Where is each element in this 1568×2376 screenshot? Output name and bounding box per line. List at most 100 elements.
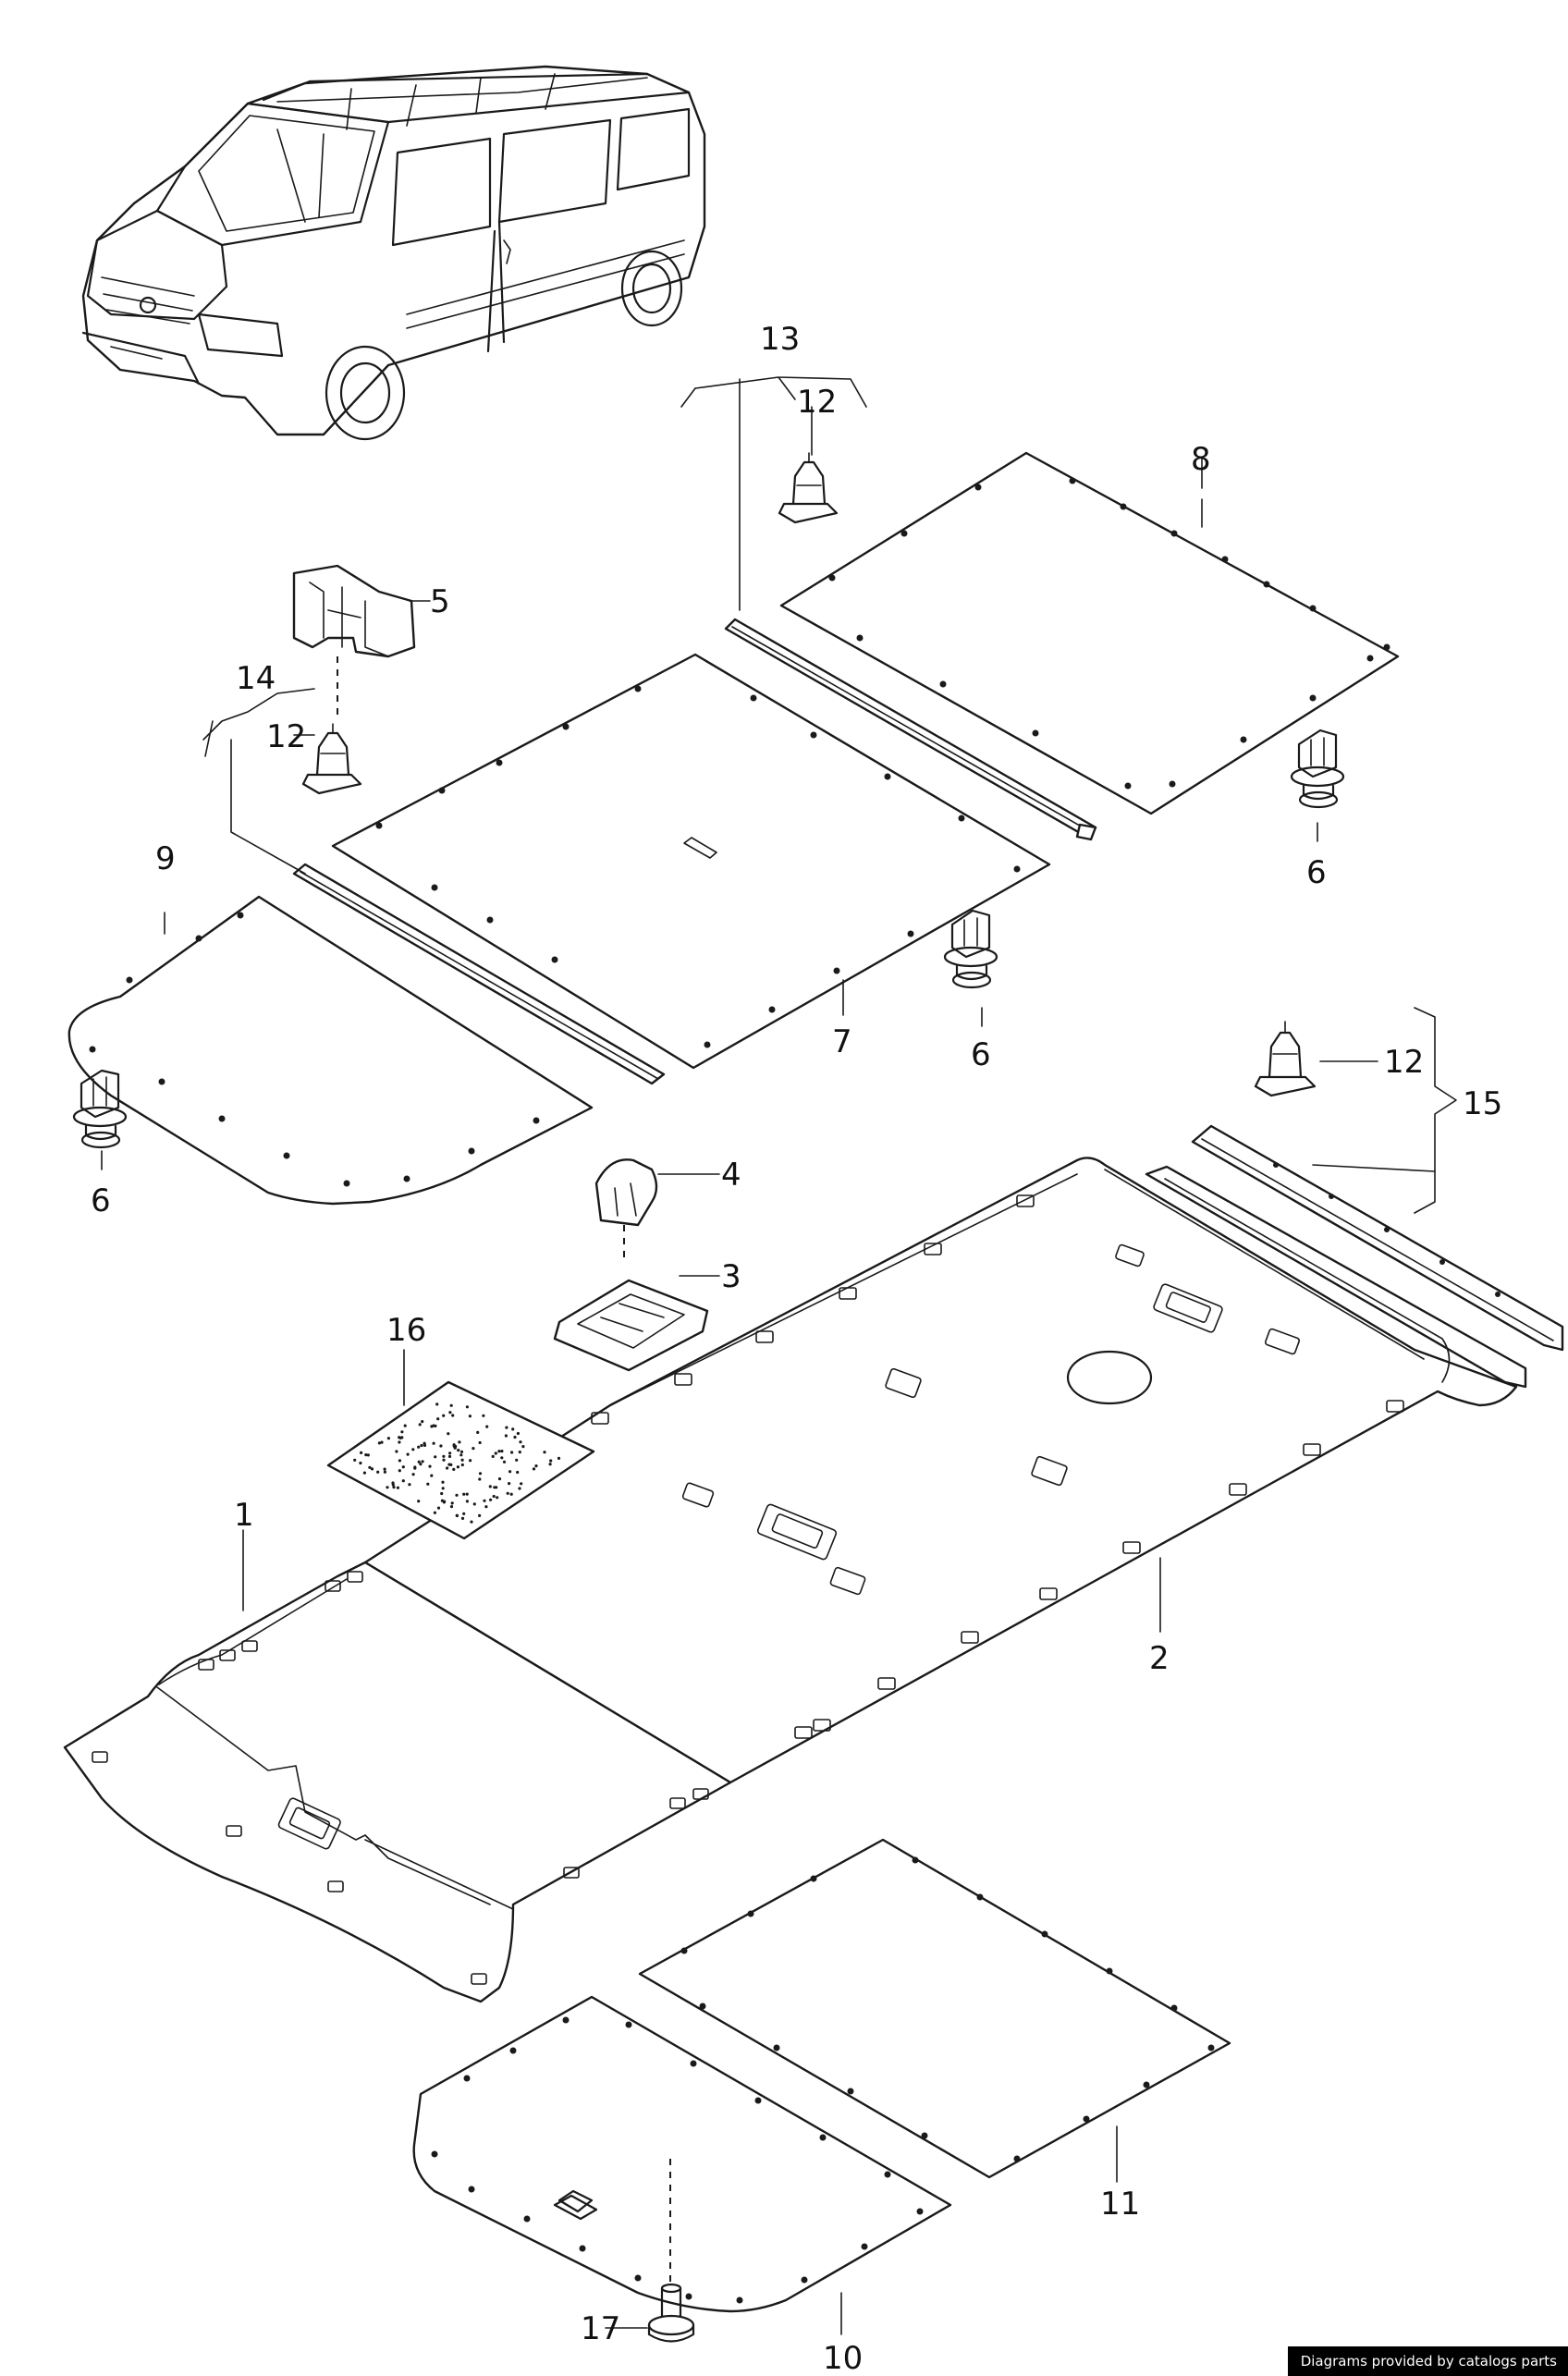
felt-speck — [401, 1479, 405, 1483]
felt-speck — [449, 1505, 454, 1509]
felt-speck — [491, 1454, 495, 1458]
felt-speck — [459, 1450, 464, 1453]
callout-labels: 13 12 8 5 14 12 9 6 7 6 12 15 4 6 3 16 1… — [91, 321, 1502, 2376]
felt-speck — [496, 1496, 499, 1500]
callout-14: 14 — [236, 660, 276, 697]
felt-speck — [436, 1417, 440, 1421]
fastener-6-right — [1290, 729, 1345, 809]
felt-speck — [417, 1460, 421, 1464]
felt-speck — [500, 1450, 504, 1453]
callout-4: 4 — [721, 1157, 741, 1194]
felt-speck — [465, 1500, 469, 1503]
van-illustration — [81, 65, 706, 441]
headliner-panel-10 — [412, 1995, 952, 2313]
felt-speck — [386, 1486, 389, 1489]
felt-speck — [500, 1456, 504, 1460]
felt-speck — [391, 1483, 395, 1487]
felt-speck — [478, 1472, 483, 1476]
felt-speck — [511, 1427, 515, 1431]
felt-speck — [442, 1458, 446, 1462]
felt-speck — [534, 1464, 538, 1468]
felt-speck — [440, 1499, 444, 1502]
felt-speck — [492, 1494, 496, 1499]
felt-speck — [432, 1441, 435, 1445]
headliner-panel-9 — [67, 895, 594, 1206]
felt-speck — [430, 1474, 434, 1477]
felt-speck — [420, 1443, 423, 1448]
clip-12-right — [1254, 1021, 1317, 1097]
felt-speck — [448, 1451, 452, 1455]
felt-speck — [383, 1470, 386, 1474]
felt-speck — [459, 1453, 463, 1457]
felt-speck — [421, 1460, 424, 1464]
felt-speck — [359, 1461, 362, 1465]
bracket-5 — [292, 564, 416, 658]
callout-12-top: 12 — [797, 384, 837, 421]
felt-speck — [364, 1453, 368, 1457]
felt-speck — [548, 1463, 552, 1466]
felt-speck — [455, 1513, 459, 1518]
felt-pad-16 — [326, 1380, 595, 1540]
felt-speck — [460, 1463, 464, 1467]
felt-speck — [441, 1480, 445, 1484]
trim-strip-lower — [292, 863, 666, 1085]
felt-speck — [505, 1426, 508, 1429]
felt-speck — [508, 1470, 512, 1474]
callout-11: 11 — [1100, 2186, 1140, 2223]
felt-speck — [411, 1473, 415, 1476]
felt-speck — [368, 1465, 372, 1469]
callout-6-right: 6 — [1306, 854, 1327, 891]
felt-speck — [434, 1424, 437, 1427]
felt-speck — [483, 1499, 486, 1502]
felt-speck — [417, 1445, 421, 1449]
felt-speck — [493, 1486, 496, 1489]
felt-speck — [462, 1492, 466, 1496]
felt-speck — [398, 1459, 401, 1463]
trim-strip-upper — [724, 618, 1097, 841]
felt-speck — [448, 1411, 452, 1415]
felt-speck — [478, 1440, 482, 1445]
felt-speck — [521, 1445, 525, 1449]
felt-speck — [392, 1486, 396, 1489]
callout-5: 5 — [430, 583, 450, 620]
callout-17: 17 — [581, 2310, 620, 2347]
headliner-panel-8 — [779, 451, 1400, 815]
felt-speck — [386, 1437, 390, 1440]
felt-speck — [465, 1492, 469, 1496]
felt-speck — [423, 1443, 427, 1447]
felt-speck — [476, 1430, 480, 1434]
callout-12-left: 12 — [266, 718, 306, 755]
felt-speck — [468, 1415, 472, 1418]
felt-speck — [417, 1500, 421, 1503]
felt-speck — [398, 1440, 401, 1444]
felt-speck — [421, 1420, 424, 1424]
felt-speck — [434, 1455, 437, 1459]
felt-speck — [455, 1493, 459, 1497]
felt-speck — [504, 1434, 508, 1438]
felt-speck — [543, 1451, 546, 1454]
felt-speck — [383, 1467, 386, 1471]
felt-speck — [428, 1464, 432, 1468]
felt-speck — [433, 1511, 436, 1514]
felt-speck — [401, 1465, 405, 1469]
felt-speck — [516, 1431, 521, 1436]
felt-speck — [520, 1482, 523, 1486]
callout-13: 13 — [760, 321, 800, 358]
callout-16: 16 — [386, 1312, 426, 1349]
felt-speck — [426, 1482, 430, 1486]
callout-7: 7 — [832, 1023, 852, 1060]
felt-speck — [380, 1440, 384, 1444]
felt-speck — [452, 1443, 456, 1447]
felt-speck — [472, 1502, 476, 1506]
headliner-panel-11 — [638, 1838, 1231, 2179]
callout-9: 9 — [155, 840, 176, 877]
felt-speck — [456, 1465, 459, 1469]
callout-10: 10 — [823, 2340, 863, 2376]
felt-speck — [451, 1414, 455, 1417]
felt-speck — [439, 1444, 443, 1448]
callout-3: 3 — [721, 1258, 741, 1295]
felt-speck — [450, 1501, 454, 1505]
felt-speck — [485, 1425, 489, 1428]
felt-speck — [497, 1477, 502, 1481]
